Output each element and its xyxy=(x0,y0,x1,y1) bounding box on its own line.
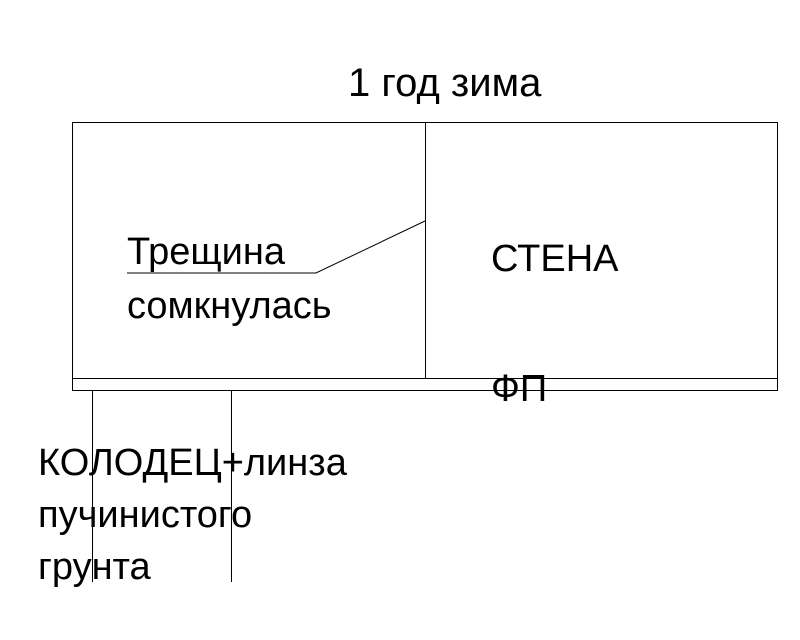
foundation-slab xyxy=(72,378,778,391)
crack-leader-line xyxy=(127,220,426,274)
wall-label: СТЕНА xyxy=(491,238,619,280)
well-label-line-1: КОЛОДЕЦ+линза xyxy=(38,442,348,484)
crack-label-line-1: Трещина xyxy=(127,231,286,273)
foundation-label: ФП xyxy=(491,368,547,410)
crack-label-line-2: сомкнулась xyxy=(127,285,332,327)
well-label-line-2: пучинистого xyxy=(38,494,252,536)
well-label-line-3: грунта xyxy=(38,546,152,588)
diagram-title: 1 год зима xyxy=(348,61,542,105)
